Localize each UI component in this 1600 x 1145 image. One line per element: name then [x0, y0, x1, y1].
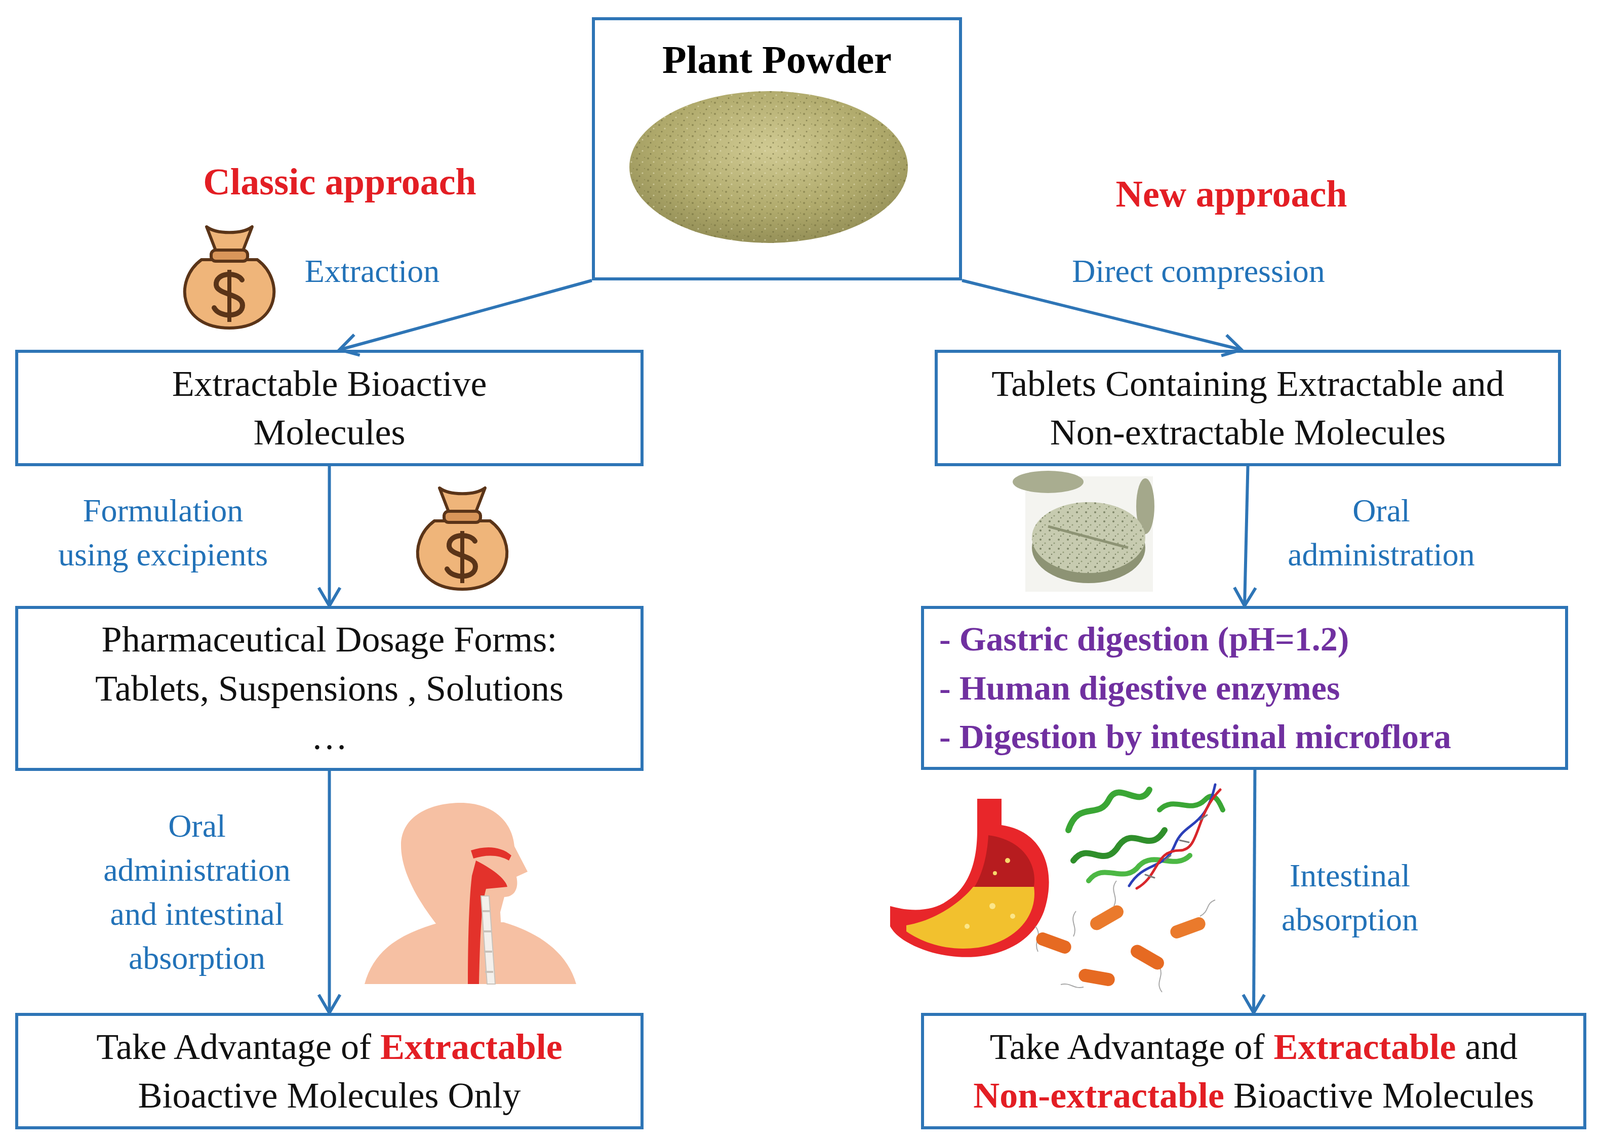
- edge-label: Formulation using excipients: [44, 488, 283, 577]
- flow-arrow: [962, 280, 1242, 350]
- process-box: Take Advantage ofExtractableandNon-extra…: [921, 1013, 1587, 1130]
- stomach-illustration: [890, 798, 1050, 958]
- throat-illustration: [364, 803, 577, 985]
- money-bag-icon: [184, 226, 274, 329]
- process-box: Extractable Bioactive Molecules: [15, 349, 644, 467]
- text-block: Pharmaceutical Dosage Forms: Tablets, Su…: [76, 615, 583, 762]
- flow-arrow: [1244, 466, 1249, 607]
- flow-arrow: [328, 771, 332, 1014]
- box-text: Tablets Containing Extractable and Non-e…: [958, 359, 1538, 458]
- text-block: - Gastric digestion (pH=1.2)- Human dige…: [924, 614, 1566, 762]
- enzyme-illustration: [1068, 784, 1223, 889]
- edge-label: Intestinal absorption: [1266, 853, 1434, 942]
- text-block: Extractable Bioactive Molecules: [137, 359, 523, 458]
- text-block: Take Advantage ofExtractableandNon-extra…: [924, 1022, 1583, 1121]
- box-text: Pharmaceutical Dosage Forms: Tablets, Su…: [81, 615, 579, 762]
- box-title: Plant Powder: [662, 33, 892, 87]
- money-bag-icon: [417, 488, 507, 590]
- box-text: Extractable: [1273, 1022, 1456, 1072]
- flow-arrow: [328, 466, 332, 607]
- box-text: Non-extractable: [973, 1071, 1225, 1120]
- box-text: Take Advantage of: [96, 1022, 372, 1072]
- powder-illustration: [629, 91, 908, 244]
- tablet-photo: [1012, 470, 1155, 592]
- text-block: Plant Powder: [657, 33, 897, 87]
- box-text: Bioactive Molecules: [1233, 1071, 1535, 1120]
- process-box: Pharmaceutical Dosage Forms: Tablets, Su…: [15, 606, 644, 772]
- list-item: - Human digestive enzymes: [939, 663, 1340, 713]
- list-item: - Digestion by intestinal microflora: [939, 712, 1452, 762]
- flow-arrow: [1253, 770, 1255, 1014]
- box-text: Extractable Bioactive Molecules: [141, 359, 518, 458]
- edge-label: Oral administration and intestinal absor…: [90, 804, 304, 981]
- process-box: Take Advantage ofExtractableBioactive Mo…: [15, 1013, 644, 1130]
- box-text: Bioactive Molecules Only: [138, 1071, 522, 1120]
- edge-label: Extraction: [265, 249, 479, 294]
- list-item: - Gastric digestion (pH=1.2): [939, 614, 1349, 664]
- flow-arrow: [339, 280, 592, 350]
- text-block: Take Advantage ofExtractableBioactive Mo…: [25, 1022, 634, 1121]
- text-block: Tablets Containing Extractable and Non-e…: [954, 359, 1542, 458]
- approach-heading: New approach: [1115, 172, 1347, 216]
- box-text: Extractable: [380, 1022, 563, 1072]
- process-list-box: - Gastric digestion (pH=1.2)- Human dige…: [921, 606, 1569, 771]
- process-box: Tablets Containing Extractable and Non-e…: [934, 349, 1562, 467]
- edge-label: Oral administration: [1274, 488, 1488, 577]
- box-text: Take Advantage of: [989, 1022, 1265, 1072]
- process-box: Plant Powder: [591, 17, 963, 281]
- bacteria-illustration: [1034, 881, 1216, 993]
- box-text: and: [1464, 1022, 1518, 1072]
- edge-label: Direct compression: [1016, 249, 1381, 294]
- approach-heading: Classic approach: [203, 160, 476, 204]
